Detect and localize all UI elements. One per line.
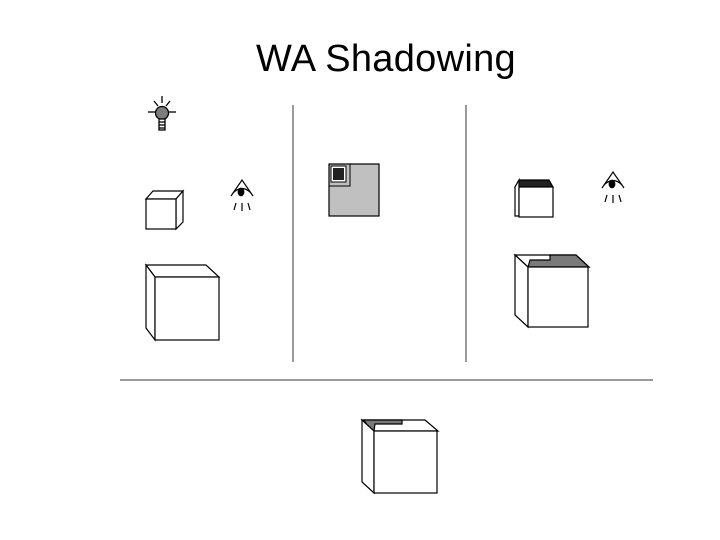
large-cube-left <box>144 263 221 342</box>
eye-viewer-icon-right <box>601 170 625 203</box>
small-cube-right <box>513 177 555 218</box>
light-bulb-icon <box>148 96 176 131</box>
large-cube-right <box>513 253 591 329</box>
eye-viewer-icon-left <box>230 178 254 211</box>
slide-title: WA Shadowing <box>256 38 516 80</box>
shadow-map <box>328 163 380 217</box>
result-cube-bottom <box>360 418 440 495</box>
small-cube-left <box>144 189 185 231</box>
